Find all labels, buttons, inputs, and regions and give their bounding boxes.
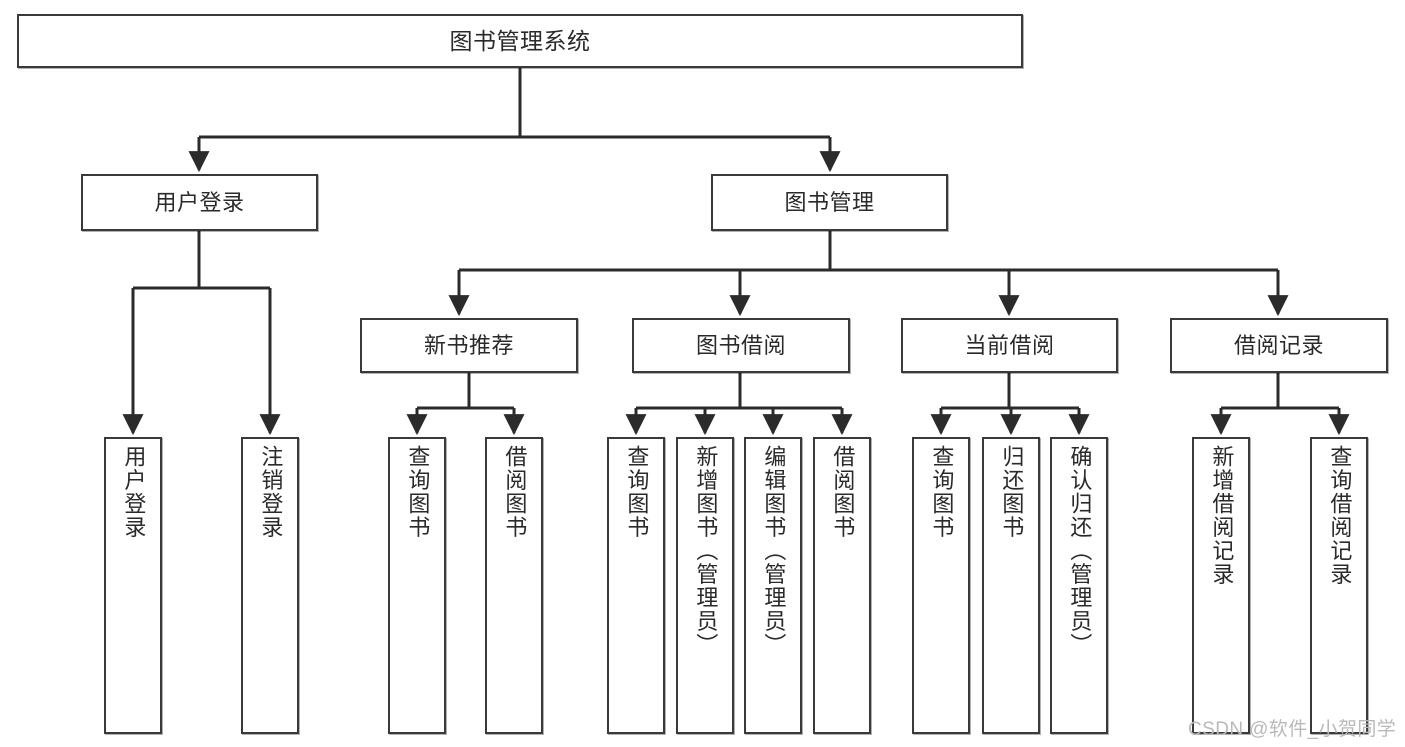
node-leaf-query-book-new-label: 查询图书 [405,445,431,539]
node-leaf-user-login-label: 用户登录 [121,445,147,539]
node-leaf-add-book-label: 新增图书（管理员） [693,445,719,657]
node-leaf-confirm-return[interactable]: 确认归还（管理员） [1050,437,1108,734]
node-book-management[interactable]: 图书管理 [711,174,948,231]
node-user-login[interactable]: 用户登录 [81,174,318,231]
node-leaf-query-book-current-label: 查询图书 [929,445,955,539]
node-new-book-recommend[interactable]: 新书推荐 [360,318,578,373]
node-leaf-borrow-book-new[interactable]: 借阅图书 [485,437,543,734]
node-leaf-add-borrow-record-label: 新增借阅记录 [1209,445,1235,586]
node-leaf-query-book-borrow-label: 查询图书 [624,445,650,539]
node-leaf-user-logout[interactable]: 注销登录 [241,437,299,734]
node-leaf-user-logout-label: 注销登录 [258,445,284,539]
node-leaf-confirm-return-label: 确认归还（管理员） [1067,445,1093,657]
node-borrow-record-label: 借阅记录 [1233,332,1324,358]
node-leaf-borrow-book-new-label: 借阅图书 [502,445,528,539]
node-book-borrow[interactable]: 图书借阅 [632,318,850,373]
node-root-system-label: 图书管理系统 [449,27,591,54]
node-leaf-query-borrow-record-label: 查询借阅记录 [1327,445,1353,586]
node-leaf-add-book[interactable]: 新增图书（管理员） [676,437,734,734]
node-book-borrow-label: 图书借阅 [695,332,786,358]
node-leaf-user-login[interactable]: 用户登录 [104,437,162,734]
node-leaf-query-book-borrow[interactable]: 查询图书 [607,437,665,734]
node-current-borrow-label: 当前借阅 [964,332,1055,358]
node-current-borrow[interactable]: 当前借阅 [901,318,1118,373]
node-new-book-recommend-label: 新书推荐 [423,332,514,358]
node-leaf-edit-book[interactable]: 编辑图书（管理员） [744,437,802,734]
node-leaf-query-borrow-record[interactable]: 查询借阅记录 [1310,437,1368,734]
node-leaf-return-book[interactable]: 归还图书 [982,437,1040,734]
node-leaf-query-book-new[interactable]: 查询图书 [388,437,446,734]
csdn-watermark: CSDN @软件_小贺同学 [1188,719,1397,740]
node-leaf-edit-book-label: 编辑图书（管理员） [761,445,787,657]
node-book-management-label: 图书管理 [784,189,875,215]
node-leaf-query-book-current[interactable]: 查询图书 [912,437,970,734]
node-user-login-label: 用户登录 [154,189,245,215]
node-root-system[interactable]: 图书管理系统 [17,14,1023,68]
node-borrow-record[interactable]: 借阅记录 [1170,318,1388,373]
node-leaf-return-book-label: 归还图书 [999,445,1025,539]
node-leaf-add-borrow-record[interactable]: 新增借阅记录 [1192,437,1250,734]
node-leaf-borrow-book-borrow-label: 借阅图书 [830,445,856,539]
node-leaf-borrow-book-borrow[interactable]: 借阅图书 [813,437,871,734]
